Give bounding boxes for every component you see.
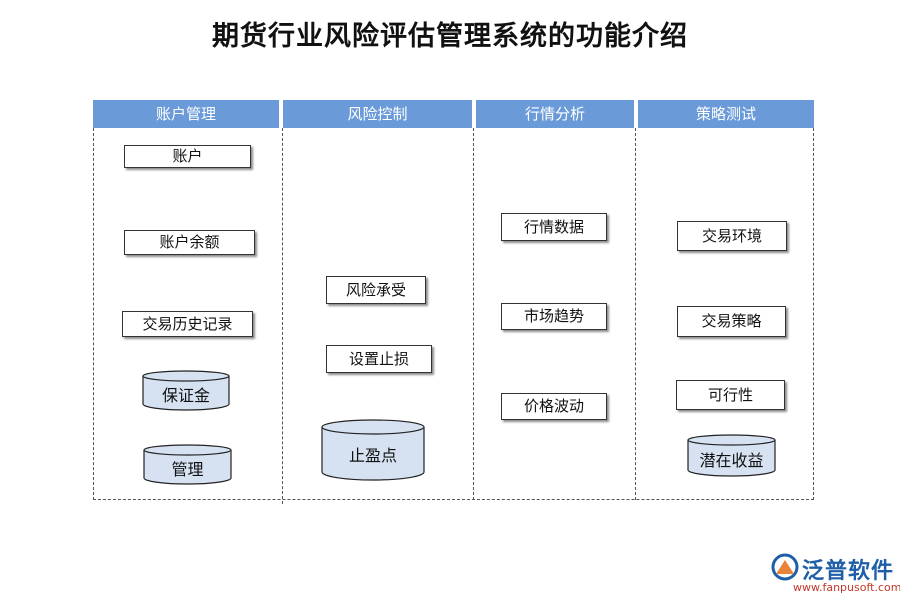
item-market-trend: 市场趋势 bbox=[501, 303, 607, 330]
logo-url[interactable]: www.fanpusoft.com bbox=[793, 581, 900, 594]
cylinder-shape bbox=[687, 434, 776, 477]
header-market-analysis: 行情分析 bbox=[476, 100, 634, 128]
cylinder-management: 管理 bbox=[143, 444, 232, 485]
cylinder-label: 保证金 bbox=[161, 386, 210, 405]
cylinder-margin: 保证金 bbox=[142, 370, 230, 411]
header-account-management: 账户管理 bbox=[93, 100, 279, 128]
fanpusoft-logo-icon bbox=[770, 552, 800, 586]
item-account: 账户 bbox=[124, 145, 251, 168]
cylinder-shape bbox=[142, 370, 230, 411]
cylinder-potential-return: 潜在收益 bbox=[687, 434, 776, 477]
cylinder-label: 潜在收益 bbox=[699, 451, 764, 470]
logo-name: 泛普软件 bbox=[802, 559, 895, 584]
item-trade-history: 交易历史记录 bbox=[122, 311, 253, 337]
page-title: 期货行业风险评估管理系统的功能介绍 bbox=[212, 21, 688, 52]
item-market-data: 行情数据 bbox=[501, 213, 607, 241]
header-strategy-testing: 策略测试 bbox=[638, 100, 814, 128]
header-risk-control: 风险控制 bbox=[283, 100, 472, 128]
divider-right bbox=[813, 128, 814, 500]
divider-left bbox=[93, 128, 94, 500]
cylinder-shape bbox=[321, 419, 425, 481]
item-set-stop-loss: 设置止损 bbox=[326, 345, 432, 373]
divider-1 bbox=[282, 128, 283, 504]
divider-3 bbox=[635, 128, 636, 500]
item-risk-tolerance: 风险承受 bbox=[326, 276, 426, 304]
item-account-balance: 账户余额 bbox=[124, 230, 255, 255]
item-feasibility: 可行性 bbox=[676, 380, 785, 410]
cylinder-shape bbox=[143, 444, 232, 485]
divider-2 bbox=[473, 128, 474, 500]
item-trading-environment: 交易环境 bbox=[677, 221, 787, 251]
item-trading-strategy: 交易策略 bbox=[677, 306, 786, 337]
cylinder-label: 管理 bbox=[171, 460, 204, 479]
cylinder-take-profit: 止盈点 bbox=[321, 419, 425, 481]
cylinder-label: 止盈点 bbox=[348, 446, 397, 465]
item-price-volatility: 价格波动 bbox=[501, 393, 607, 420]
divider-bottom bbox=[93, 499, 814, 500]
